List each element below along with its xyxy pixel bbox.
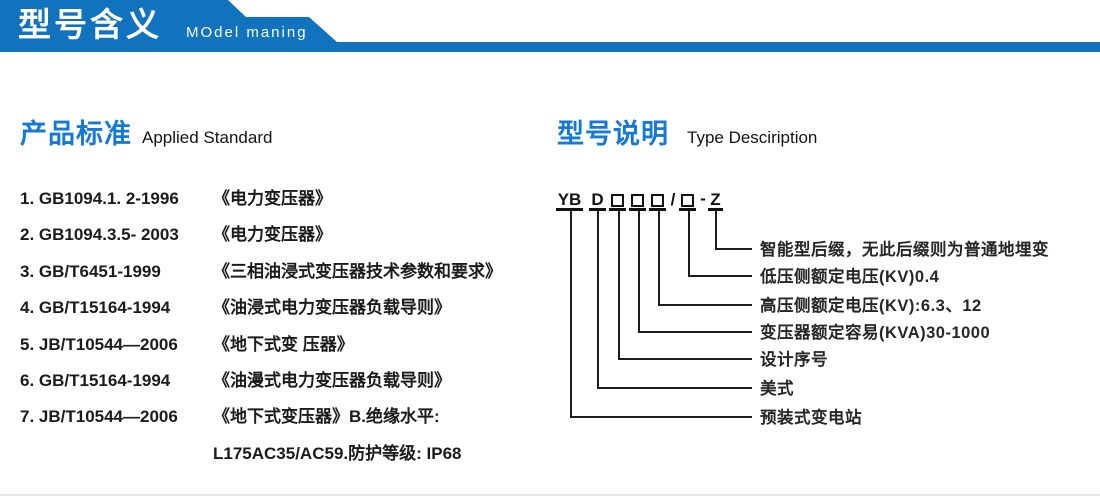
banner-title: 型号含义 [18, 6, 162, 43]
banner-subtitle: MOdel maning [186, 24, 308, 41]
legend-label: 变压器额定容易(KVA)30-1000 [760, 324, 991, 342]
applied-standard-heading-cn: 产品标准 [20, 119, 132, 149]
standard-title: 《地下式变压器》B.绝缘水平: [213, 407, 440, 427]
model-code-box-3 [651, 194, 664, 207]
type-description-heading-cn: 型号说明 [557, 119, 669, 149]
standard-item: 1. GB1094.1. 2-1996 《电力变压器》 [20, 188, 550, 224]
standard-code: 3. GB/T6451-1999 [20, 261, 161, 281]
standard-code: 7. JB/T10544—2006 [20, 407, 178, 427]
legend-connector [638, 210, 752, 333]
standard-item: 4. GB/T15164-1994 《油浸式电力变压器负载导则》 [20, 297, 550, 333]
model-code-type-letter: D [589, 191, 606, 211]
standard-title: 《地下式变 压器》 [213, 334, 354, 354]
standard-code: 1. GB1094.1. 2-1996 [20, 189, 179, 208]
box-underline-tick [609, 208, 626, 211]
model-code-dash: - [700, 189, 706, 208]
legend-label: 智能型后缀，无此后缀则为普通地埋变 [760, 241, 1049, 259]
legend-label: 设计序号 [760, 351, 828, 369]
model-code-box-4 [681, 194, 694, 207]
box-underline-tick [649, 208, 666, 211]
footer-divider [0, 494, 1100, 496]
applied-standard-heading: 产品标准 Applied Standard [20, 112, 272, 151]
standard-item: 6. GB/T15164-1994 《油漫式电力变压器负载导则》 [20, 370, 550, 406]
legend-connector [570, 210, 752, 418]
standard-code: 6. GB/T15164-1994 [20, 370, 171, 390]
standard-title: 《油浸式电力变压器负载导则》 [213, 298, 451, 318]
type-description-heading: 型号说明 Type Desciription [557, 112, 817, 151]
standard-title: 《电力变压器》 [213, 189, 332, 208]
standard-item: 7. JB/T10544—2006 《地下式变压器》B.绝缘水平: [20, 406, 550, 442]
model-code-suffix: Z [708, 191, 723, 211]
applied-standard-heading-en: Applied Standard [142, 128, 273, 147]
banner-background [0, 0, 1100, 52]
model-code-slash: / [670, 190, 676, 209]
standard-title: 《电力变压器》 [213, 225, 332, 245]
legend-label: 高压侧额定电压(KV):6.3、12 [760, 297, 982, 315]
legend-label: 低压侧额定电压(KV)0.4 [760, 268, 940, 286]
box-underline-tick [679, 208, 696, 211]
standard-item: 3. GB/T6451-1999 《三相油浸式变压器技术参数和要求》 [20, 261, 550, 297]
standard-item: 5. JB/T10544—2006 《地下式变 压器》 [20, 334, 550, 370]
standard-code: 2. GB1094.3.5- 2003 [20, 225, 179, 245]
legend-connector [715, 210, 752, 250]
standard-code: 5. JB/T10544—2006 [20, 334, 178, 354]
box-underline-tick [629, 208, 646, 211]
standards-list: 1. GB1094.1. 2-1996《电力变压器》2. GB1094.3.5-… [20, 188, 550, 479]
type-description-heading-en: Type Desciription [687, 128, 818, 147]
legend-connector [658, 210, 752, 306]
standard-title: L175AC35/AC59.防护等级: IP68 [213, 443, 462, 463]
legend-label: 美式 [760, 380, 794, 398]
legend-connector [688, 210, 752, 277]
legend-label: 预装式变电站 [760, 409, 862, 427]
legend-connector [597, 210, 752, 389]
model-code-box-2 [631, 194, 644, 207]
model-code-box-1 [611, 194, 624, 207]
standard-title: 《油漫式电力变压器负载导则》 [213, 370, 451, 390]
standard-item: 2. GB1094.3.5- 2003 《电力变压器》 [20, 224, 550, 260]
standard-title: 《三相油浸式变压器技术参数和要求》 [213, 261, 502, 281]
legend-connector [618, 210, 752, 360]
model-code-prefix: YB [556, 190, 583, 211]
standard-item: L175AC35/AC59.防护等级: IP68 [20, 443, 550, 479]
standard-code: 4. GB/T15164-1994 [20, 298, 171, 318]
